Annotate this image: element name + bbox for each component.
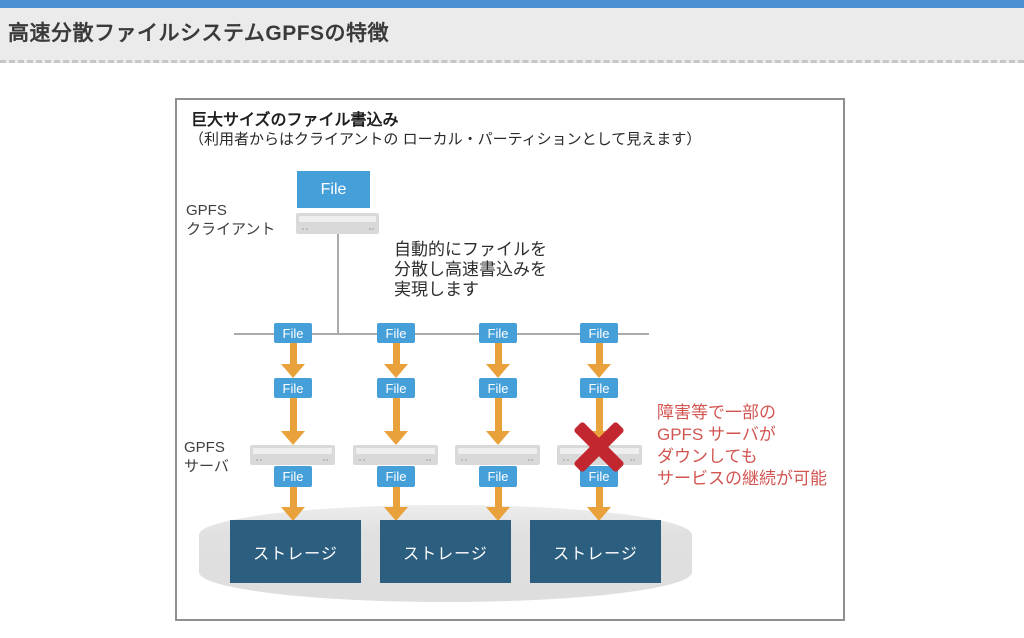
page-title: 高速分散ファイルシステムGPFSの特徴 [8, 22, 390, 45]
file-chunk-badge: File [479, 378, 517, 398]
gpfs-client-label: GPFS クライアント [186, 202, 276, 238]
file-chunk-badge: File [377, 378, 415, 398]
down-arrow-icon [384, 343, 408, 378]
gpfs-server-icon [353, 445, 438, 465]
gpfs-client-server-icon [296, 213, 379, 234]
storage-box: ストレージ [230, 520, 361, 583]
client-connector-vline [337, 234, 339, 335]
file-chunk-badge: File [274, 378, 312, 398]
file-chunk-badge: File [580, 466, 618, 487]
file-chunk-badge: File [580, 323, 618, 343]
down-arrow-icon [281, 343, 305, 378]
file-chunk-badge: File [377, 466, 415, 487]
down-arrow-icon [587, 487, 611, 521]
file-chunk-badge: File [274, 466, 312, 487]
file-chunk-badge: File [479, 466, 517, 487]
down-arrow-icon [281, 398, 305, 445]
down-arrow-icon [384, 398, 408, 445]
down-arrow-icon [281, 487, 305, 521]
file-chunk-badge: File [479, 323, 517, 343]
failure-x-icon [571, 420, 627, 474]
auto-distribution-note: 自動的にファイルを 分散し高速書込みを 実現します [394, 240, 547, 299]
diagram-title: 巨大サイズのファイル書込み [191, 112, 399, 129]
file-chunk-badge: File [580, 378, 618, 398]
storage-box: ストレージ [380, 520, 511, 583]
page-header: 高速分散ファイルシステムGPFSの特徴 [0, 8, 1024, 63]
accent-top-bar [0, 0, 1024, 8]
down-arrow-icon [587, 343, 611, 378]
storage-box: ストレージ [530, 520, 661, 583]
down-arrow-icon [384, 487, 408, 521]
file-chunk-badge: File [377, 323, 415, 343]
file-box: File [297, 171, 370, 208]
down-arrow-icon [486, 487, 510, 521]
gpfs-server-label: GPFS サーバ [184, 439, 229, 475]
gpfs-server-icon [250, 445, 335, 465]
diagram-subtitle: （利用者からはクライアントの ローカル・パーティションとして見えます） [189, 131, 702, 148]
file-chunk-badge: File [274, 323, 312, 343]
down-arrow-icon [486, 398, 510, 445]
gpfs-server-icon [455, 445, 540, 465]
down-arrow-icon [486, 343, 510, 378]
gpfs-diagram-panel: 巨大サイズのファイル書込み （利用者からはクライアントの ローカル・パーティショ… [175, 98, 845, 621]
failure-continuity-note: 障害等で一部の GPFS サーバが ダウンしても サービスの継続が可能 [657, 403, 827, 488]
distribution-hline [234, 333, 649, 335]
